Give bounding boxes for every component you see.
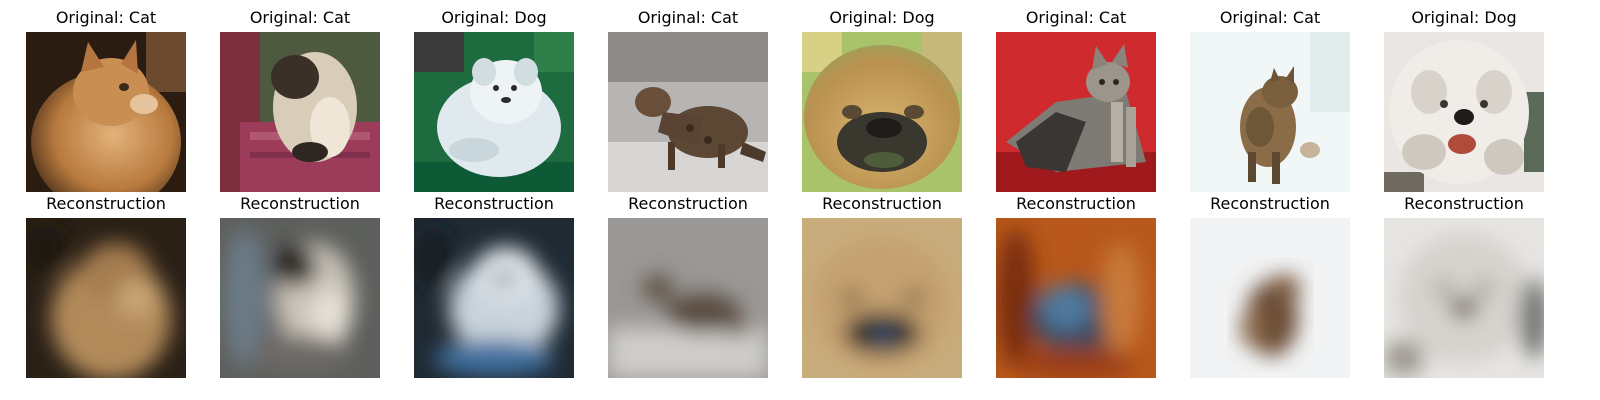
reconstruction-image (220, 218, 380, 378)
original-image-cat (996, 32, 1156, 192)
original-title: Original: Cat (249, 8, 351, 27)
original-title: Original: Cat (637, 8, 739, 27)
reconstruction-title: Reconstruction (240, 194, 360, 213)
original-image-cat (1190, 32, 1350, 192)
original-title: Original: Cat (1025, 8, 1127, 27)
original-image-cat (608, 32, 768, 192)
reconstruction-title: Reconstruction (1404, 194, 1524, 213)
reconstruction-title: Reconstruction (1210, 194, 1330, 213)
original-title: Original: Dog (1411, 8, 1517, 27)
reconstruction-image (996, 218, 1156, 378)
original-image-dog (1384, 32, 1544, 192)
reconstruction-image (608, 218, 768, 378)
reconstruction-title: Reconstruction (1016, 194, 1136, 213)
original-title: Original: Dog (441, 8, 547, 27)
reconstruction-image (26, 218, 186, 378)
reconstruction-image (1384, 218, 1544, 378)
original-title: Original: Cat (55, 8, 157, 27)
original-image-cat (26, 32, 186, 192)
reconstruction-title: Reconstruction (46, 194, 166, 213)
reconstruction-title: Reconstruction (434, 194, 554, 213)
reconstruction-title: Reconstruction (628, 194, 748, 213)
reconstruction-image (1190, 218, 1350, 378)
original-title: Original: Cat (1219, 8, 1321, 27)
reconstruction-image (802, 218, 962, 378)
original-title: Original: Dog (829, 8, 935, 27)
reconstruction-title: Reconstruction (822, 194, 942, 213)
original-image-dog (414, 32, 574, 192)
original-image-cat (220, 32, 380, 192)
original-image-dog (802, 32, 962, 192)
reconstruction-image (414, 218, 574, 378)
